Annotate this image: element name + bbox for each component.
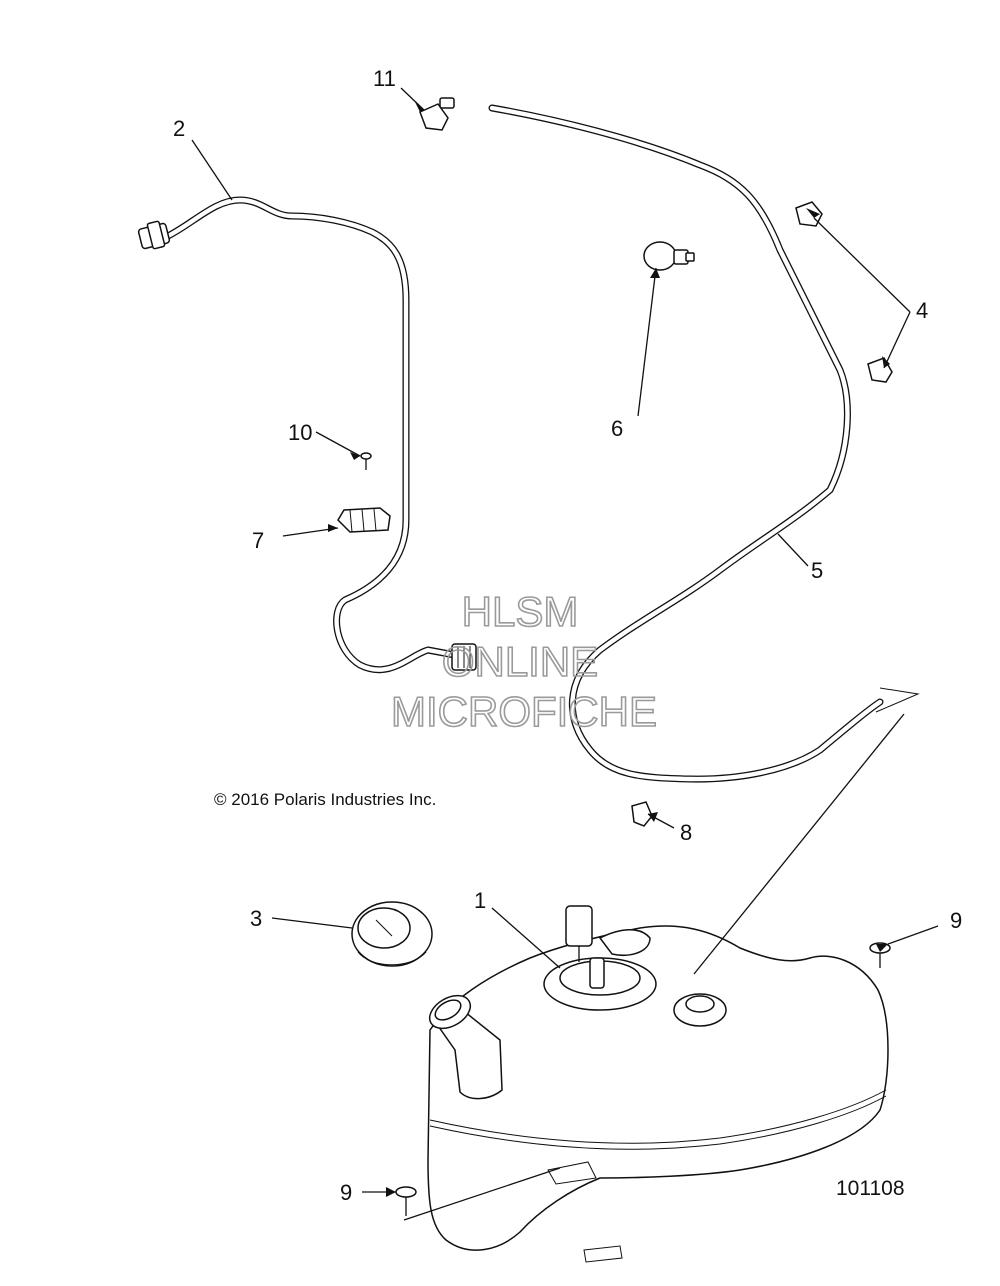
hose-clip-part-7 [337, 507, 391, 533]
fitting-part-11 [419, 97, 455, 131]
valve-part-6 [643, 241, 695, 271]
callout-9-left: 9 [340, 1180, 352, 1205]
callout-labels: 11 2 4 6 10 7 5 8 1 3 9 9 [173, 66, 962, 1205]
screw-part-9-left [395, 1186, 417, 1216]
callout-8: 8 [680, 820, 692, 845]
watermark-line-2: ONLINE [442, 638, 598, 685]
callout-3: 3 [250, 906, 262, 931]
callout-9-right: 9 [950, 908, 962, 933]
clip-part-8 [631, 801, 653, 827]
callout-7: 7 [252, 528, 264, 553]
callout-11: 11 [373, 66, 396, 91]
push-pin-part-10 [360, 452, 372, 470]
figure-number: 101108 [836, 1177, 905, 1200]
callout-5: 5 [811, 558, 823, 583]
fuel-hose-part-2 [137, 196, 477, 674]
callout-4: 4 [916, 298, 928, 323]
copyright-notice: © 2016 Polaris Industries Inc. [214, 790, 436, 809]
watermark-line-1: HLSM [462, 588, 579, 635]
watermark: HLSM ONLINE MICROFICHE [390, 587, 658, 736]
fuel-tank-part-1 [427, 905, 889, 1263]
callout-10: 10 [288, 420, 312, 445]
callout-6: 6 [611, 416, 623, 441]
leader-lines [191, 87, 939, 1221]
callout-1: 1 [474, 888, 486, 913]
fuel-cap-part-3 [351, 901, 433, 967]
vent-hose-part-5 [488, 104, 920, 783]
watermark-line-3: MICROFICHE [391, 688, 657, 735]
clip-part-4-lower [867, 357, 893, 383]
callout-2: 2 [173, 116, 185, 141]
